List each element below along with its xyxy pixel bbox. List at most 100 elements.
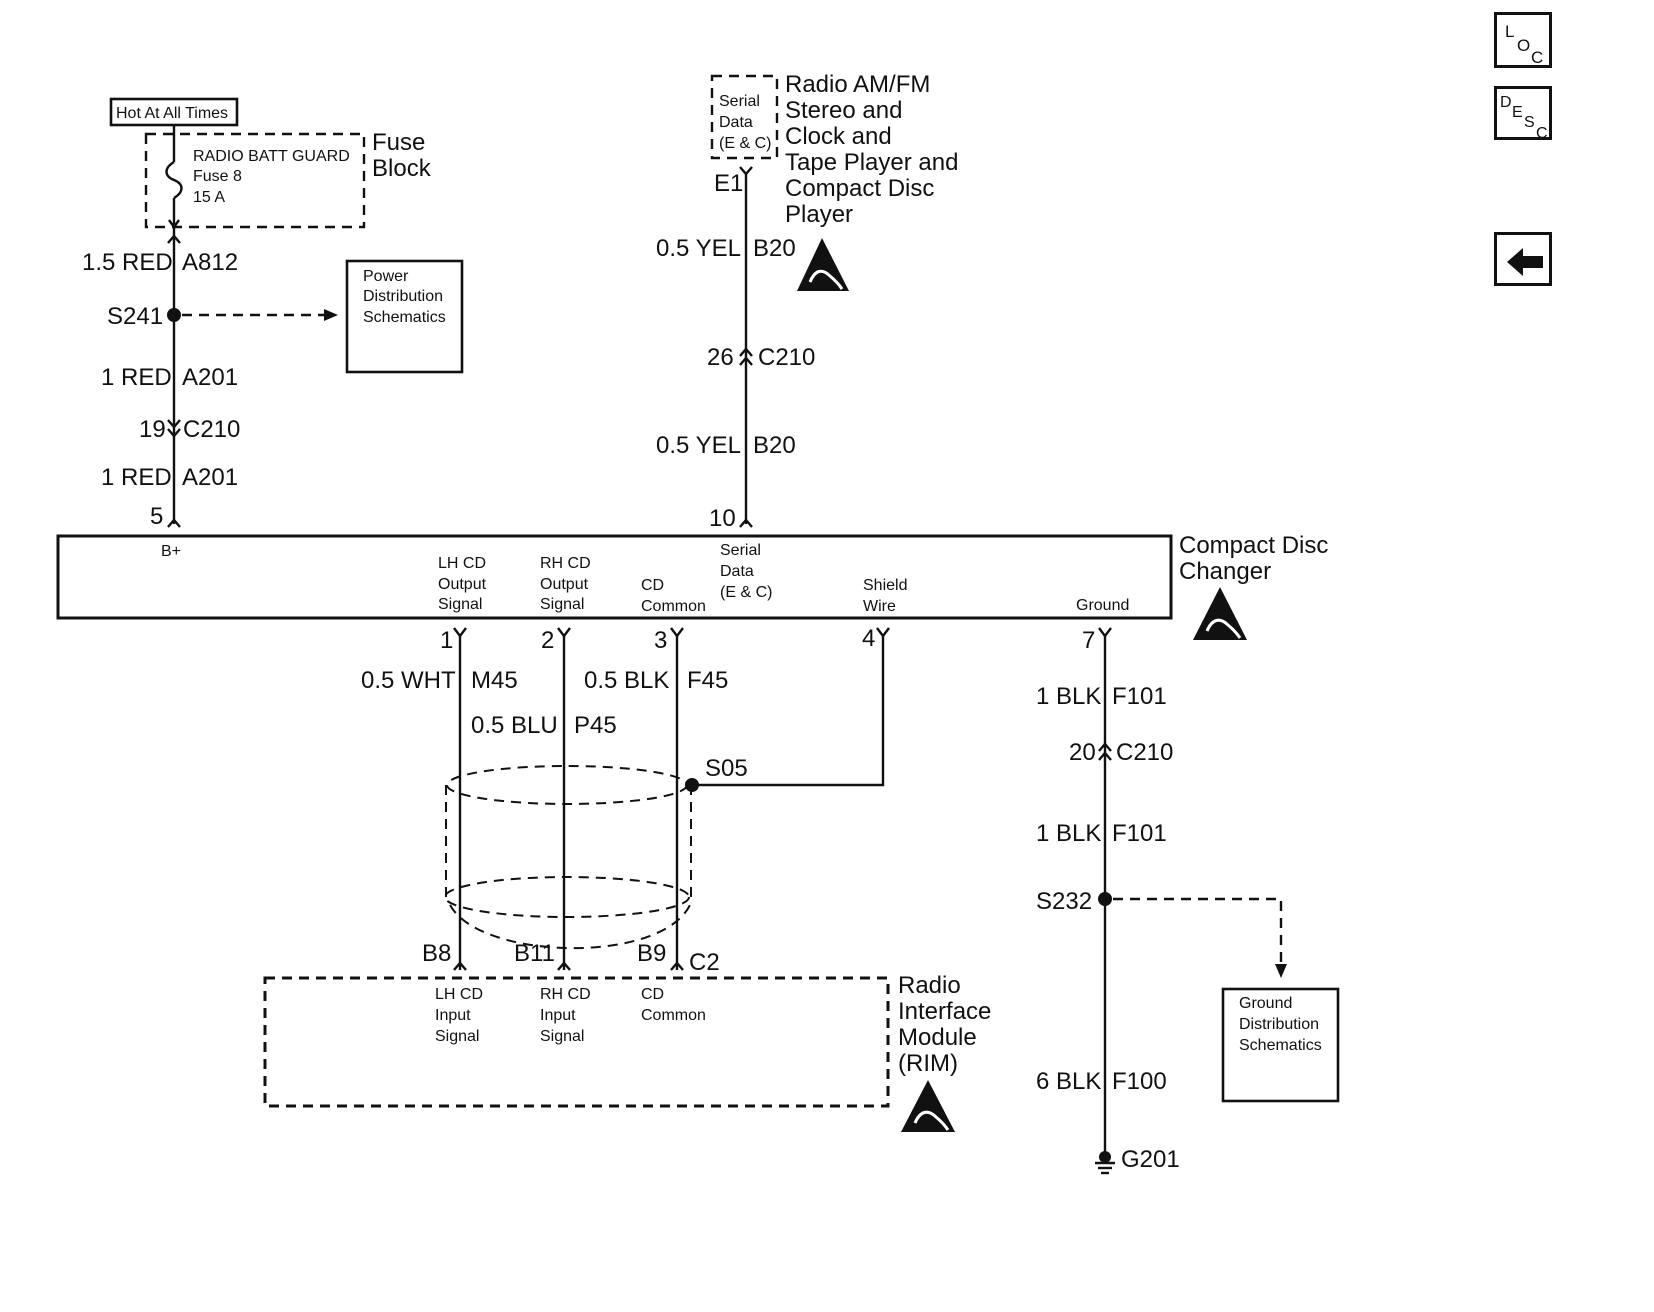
- fuse-block: Fuse Block RADIO BATT GUARD Fuse 8 15 A: [144, 129, 432, 229]
- splice-s241: [167, 308, 181, 322]
- wire-circuit: A201: [182, 364, 238, 391]
- wire-circuit: F45: [687, 667, 728, 694]
- svg-text:E: E: [1512, 104, 1523, 121]
- splice-s232: [1098, 892, 1112, 906]
- splice-label: S232: [1036, 888, 1092, 915]
- svg-text:Signal: Signal: [540, 1028, 584, 1045]
- svg-text:S: S: [1524, 114, 1535, 131]
- svg-text:Interface: Interface: [898, 998, 991, 1025]
- wire-circuit: P45: [574, 712, 617, 739]
- svg-text:Stereo and: Stereo and: [785, 97, 902, 124]
- svg-text:Data: Data: [719, 114, 753, 131]
- svg-text:Ground: Ground: [1239, 995, 1292, 1012]
- back-button[interactable]: [1494, 232, 1552, 286]
- wire-shield: [692, 636, 885, 787]
- svg-text:1: 1: [440, 627, 453, 654]
- svg-text:Module: Module: [898, 1024, 977, 1051]
- wire-circuit: M45: [471, 667, 518, 694]
- ground-label: G201: [1121, 1146, 1180, 1173]
- svg-text:(E & C): (E & C): [719, 135, 771, 152]
- svg-text:Wire: Wire: [863, 598, 896, 615]
- svg-text:C210: C210: [1116, 739, 1173, 766]
- wire-gauge: 1.5 RED: [82, 249, 173, 276]
- connector-c210-19: 19 C210: [139, 416, 240, 443]
- esd-warning-icon: [901, 1080, 955, 1132]
- wire-circuit: A201: [182, 464, 238, 491]
- svg-text:Radio: Radio: [898, 972, 961, 999]
- svg-text:Player: Player: [785, 201, 853, 228]
- compact-disc-changer: Compact Disc Changer B+ LH CD Output Sig…: [56, 532, 1328, 620]
- arrow-down-icon: [1275, 964, 1287, 978]
- svg-text:Tape Player and: Tape Player and: [785, 149, 958, 176]
- svg-text:C210: C210: [183, 416, 240, 443]
- wire-gauge: 1 BLK: [1036, 683, 1101, 710]
- svg-text:C2: C2: [689, 949, 720, 976]
- arrow-right-icon: [324, 309, 338, 321]
- wire-gauge: 0.5 WHT: [361, 667, 456, 694]
- svg-text:RADIO BATT GUARD: RADIO BATT GUARD: [193, 148, 350, 165]
- svg-text:20: 20: [1069, 739, 1096, 766]
- svg-text:Common: Common: [641, 598, 706, 615]
- wire-gauge: 1 RED: [101, 364, 172, 391]
- svg-text:Radio AM/FM: Radio AM/FM: [785, 71, 930, 98]
- changer-pins: 1 2 3 4 7: [440, 625, 1112, 654]
- wire-gauge: 1 BLK: [1036, 820, 1101, 847]
- arrow-left-icon: [1507, 248, 1543, 276]
- svg-text:LH CD: LH CD: [438, 555, 486, 572]
- wire-gauge: 6 BLK: [1036, 1068, 1101, 1095]
- svg-text:7: 7: [1082, 627, 1095, 654]
- svg-text:Shield: Shield: [863, 577, 907, 594]
- svg-text:15 A: 15 A: [193, 189, 225, 206]
- rim-pins: B8 B11 B9 C2: [422, 940, 720, 976]
- wire-circuit: F101: [1112, 820, 1167, 847]
- svg-text:Hot At All Times: Hot At All Times: [116, 105, 228, 122]
- svg-text:26: 26: [707, 344, 734, 371]
- connector-c210-20: 20 C210: [1069, 739, 1173, 766]
- loc-icon: L O C: [1505, 22, 1543, 67]
- wire-circuit: F100: [1112, 1068, 1167, 1095]
- loc-button[interactable]: L O C: [1494, 12, 1552, 68]
- svg-text:(RIM): (RIM): [898, 1050, 958, 1077]
- svg-text:Output: Output: [540, 576, 589, 593]
- splice-label: S241: [107, 303, 163, 330]
- desc-icon: D E S C: [1500, 94, 1548, 142]
- svg-text:RH CD: RH CD: [540, 555, 591, 572]
- svg-text:Ground: Ground: [1076, 597, 1129, 614]
- wire-gauge: 0.5 YEL: [656, 432, 741, 459]
- svg-text:(E & C): (E & C): [720, 584, 772, 601]
- pin-label: E1: [714, 170, 743, 197]
- svg-text:Schematics: Schematics: [363, 309, 446, 326]
- hot-at-all-times-label: Hot At All Times: [109, 97, 239, 127]
- svg-text:RH CD: RH CD: [540, 986, 591, 1003]
- wire-gauge: 1 RED: [101, 464, 172, 491]
- svg-text:Block: Block: [372, 155, 432, 182]
- power-distribution-schematics-link[interactable]: Power Distribution Schematics: [345, 259, 464, 374]
- svg-text:Serial: Serial: [719, 93, 760, 110]
- fuse-icon: [165, 134, 183, 230]
- svg-text:C: C: [1536, 125, 1548, 142]
- svg-text:2: 2: [541, 627, 554, 654]
- ground-distribution-schematics-link[interactable]: Ground Distribution Schematics: [1221, 987, 1340, 1103]
- svg-text:Signal: Signal: [438, 596, 482, 613]
- desc-button[interactable]: D E S C: [1494, 86, 1552, 142]
- svg-text:Compact Disc: Compact Disc: [1179, 532, 1328, 559]
- svg-text:Distribution: Distribution: [363, 288, 443, 305]
- connector-c210-26: 26 C210: [707, 344, 815, 371]
- svg-text:Signal: Signal: [435, 1028, 479, 1045]
- svg-text:B8: B8: [422, 940, 451, 967]
- pin-label: 10: [709, 505, 736, 532]
- radio-serial-data-box: Serial Data (E & C): [710, 74, 779, 160]
- radio-interface-module: LH CD Input Signal RH CD Input Signal CD…: [263, 972, 991, 1108]
- svg-text:C210: C210: [758, 344, 815, 371]
- ground-symbol-icon: [1095, 1151, 1115, 1175]
- esd-warning-icon: [1193, 587, 1247, 640]
- svg-text:Changer: Changer: [1179, 558, 1271, 585]
- svg-text:19: 19: [139, 416, 166, 443]
- svg-text:Distribution: Distribution: [1239, 1016, 1319, 1033]
- svg-text:Clock and: Clock and: [785, 123, 892, 150]
- svg-text:4: 4: [862, 625, 875, 652]
- svg-text:Fuse 8: Fuse 8: [193, 168, 242, 185]
- wire-circuit: A812: [182, 249, 238, 276]
- svg-text:Serial: Serial: [720, 542, 761, 559]
